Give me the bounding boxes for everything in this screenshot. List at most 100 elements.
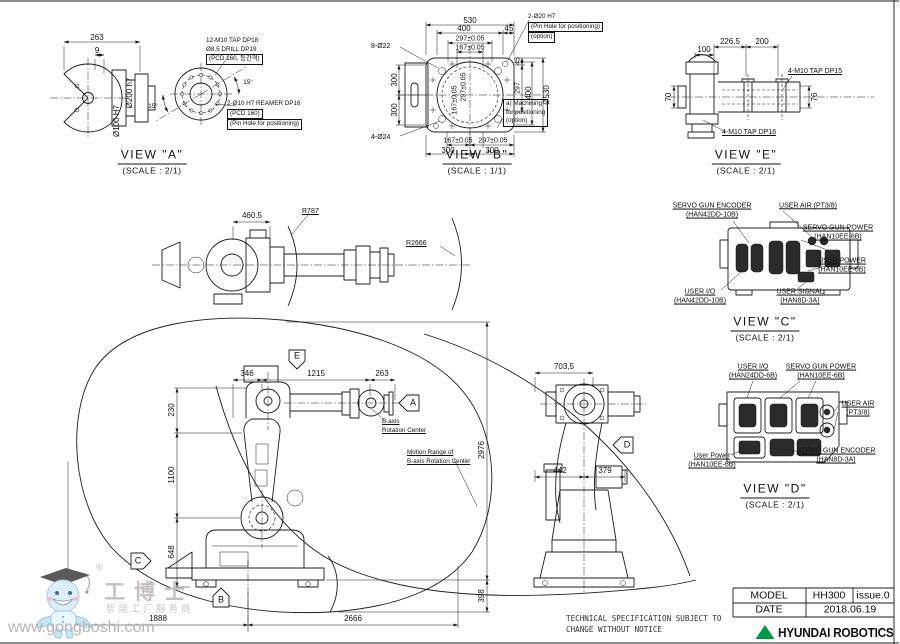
- arrow-letter-b: B: [217, 594, 225, 605]
- view-d-title: VIEW "D": [740, 482, 810, 499]
- view-b-dim-45-right: 45: [514, 57, 522, 65]
- view-a-dim-d100: Ø100 H7: [112, 104, 121, 138]
- view-b-dim-300-bottom-b: 300: [485, 146, 499, 155]
- label-servo-gun-encoder-d: SERVO GUN ENCODER (HAN8D-3A): [796, 447, 876, 464]
- title-block-lines: [732, 587, 894, 639]
- view-a-angle-2: 15°: [148, 102, 158, 110]
- view-b-dim-297-top: 297±0.05: [455, 35, 485, 43]
- label-user-io-c: USER I/O (HAN42DD-10B): [673, 288, 727, 305]
- watermark-url: www.gongboshi.com: [8, 619, 155, 636]
- main-dim-1100: 1100: [167, 466, 176, 484]
- arrow-letter-d: D: [623, 439, 631, 450]
- bolt-circle-holes: [180, 73, 222, 115]
- view-e-dim-200: 200: [755, 37, 769, 46]
- view-c-title: VIEW "C": [730, 315, 800, 332]
- view-d-arrow: [612, 436, 634, 454]
- label-user-air-c: USER AIR (PT3/8): [779, 202, 837, 210]
- view-b-dim-297-right: 297: [514, 82, 522, 94]
- view-b-dim-300-bottom-a: 300: [441, 146, 455, 155]
- label-user-io-d: USER I/O (HAN24DD-6B): [728, 363, 778, 380]
- view-b-dim-45: 45: [504, 24, 514, 33]
- label-b-axis-rotation-center: B-axis Rotation Center: [382, 418, 427, 434]
- title-block-issue: issue.0: [856, 589, 890, 602]
- title-block-date-value: 2018.06.19: [823, 603, 877, 616]
- label-user-power-d: User Power (HAN10EE-6B): [688, 452, 736, 469]
- label-servo-gun-encoder-c: SERVO GUN ENCODER (HAN42DD-10B): [672, 202, 752, 219]
- arm-top-view-drawing: [152, 214, 470, 311]
- view-b-machining-note: a) Machining for positioning (option): [503, 99, 549, 127]
- view-a-title: VIEW "A": [117, 148, 187, 165]
- front-dim-379: 379: [598, 466, 612, 475]
- view-b-dim-167-top: 167±0.05: [455, 44, 485, 52]
- top-view-dim-4605: 460.5: [241, 211, 263, 220]
- view-e-dim-76: 76: [810, 92, 819, 102]
- view-e-title: VIEW "E": [711, 148, 781, 165]
- view-a-drawing: [50, 40, 247, 138]
- label-user-power-c: USER POWER (HAN10EE-6B): [818, 257, 866, 274]
- main-dim-648: 648: [167, 545, 176, 559]
- label-user-signal-c: USER SIGNAL (HAN8D-3A): [776, 288, 824, 305]
- view-e-dim-100: 100: [697, 45, 711, 54]
- view-e-dim-2265: 226,5: [719, 37, 741, 46]
- title-block-model-value: HH300: [812, 589, 846, 602]
- front-view-drawing: [533, 371, 648, 592]
- view-e-dim-70: 70: [664, 92, 673, 102]
- view-a-angle-1: 15°: [243, 78, 253, 86]
- watermark-subtitle: 智能工厂服务商: [106, 604, 194, 615]
- view-b-label-8d22: 8-Ø22: [371, 43, 391, 50]
- main-dim-1215: 1215: [307, 369, 325, 378]
- main-dim-2666: 2666: [344, 614, 362, 623]
- view-b-label-4d24: 4-Ø24: [371, 134, 391, 141]
- view-b-dim-300-left-a: 300: [390, 73, 399, 87]
- view-e-scale: (SCALE : 2/1): [716, 165, 776, 176]
- view-a-tap-note: 12-M10 TAP DP18 Ø8.5 DRILL DP19 (PCD 160…: [206, 37, 263, 65]
- view-a-dim-9: 9: [94, 46, 100, 55]
- view-b-scale: (SCALE : 1/1): [447, 165, 507, 176]
- view-b-dim-167-inner: 167±0.05: [451, 85, 459, 115]
- arrow-letter-c: C: [134, 555, 142, 566]
- label-user-air-d: USER AIR (PT3/8): [841, 400, 875, 417]
- view-e-drawing: [668, 44, 874, 139]
- hyundai-logo-icon: [755, 625, 775, 639]
- main-dim-398: 398: [477, 589, 486, 603]
- view-e-tap-dp16-note: 4-M10 TAP DP16: [722, 129, 777, 136]
- view-c-scale: (SCALE : 2/1): [735, 332, 795, 343]
- view-c-arrow: [130, 552, 152, 570]
- view-b-dim-297-bottom: 297±0.05: [478, 137, 508, 145]
- top-view-radius-787: R787: [302, 208, 319, 215]
- view-b-dim-400-right: 400: [524, 86, 533, 100]
- top-view-radius-2666: R2666: [406, 240, 427, 247]
- view-b-pin-note: 2-Ø20 H7 (Pin Hole for positioning) (opt…: [528, 13, 603, 43]
- main-elevation-drawing: [67, 317, 697, 632]
- hyundai-robotics-brand: HYUNDAI ROBOTICS: [778, 626, 894, 640]
- spec-change-notice: TECHNICAL SPECIFICATION SUBJECT TO CHANG…: [566, 614, 722, 635]
- view-a-dim-263: 263: [90, 33, 104, 42]
- label-servo-gun-power-d: SERVO GUN POWER (HAN10EE-6B): [785, 363, 857, 380]
- view-b-dim-167-bottom: 167±0.05: [443, 137, 473, 145]
- main-dim-263: 263: [375, 369, 389, 378]
- watermark-mascot-icon: [35, 568, 92, 639]
- watermark-brand: 工博士: [104, 581, 194, 604]
- watermark-registered-mark: ®: [96, 562, 103, 572]
- main-dim-230: 230: [167, 403, 176, 417]
- view-b-dim-297-inner: 297±0.05: [460, 72, 468, 102]
- front-dim-7035: 703,5: [553, 362, 575, 371]
- view-b-drawing: [396, 19, 550, 157]
- view-a-arrow: [398, 394, 420, 412]
- view-c-panel-drawing: [719, 210, 859, 296]
- view-b-dim-400: 400: [457, 24, 471, 33]
- arrow-letter-e: E: [293, 350, 301, 361]
- view-a-reamer-note: 2-Ø10 H7 REAMER DP16 (PCD 160) (Pin Hole…: [227, 100, 302, 130]
- view-b-title: VIEW "B": [442, 148, 512, 165]
- main-dim-346: 346: [240, 369, 254, 378]
- view-e-tap-dp15-note: 4-M10 TAP DP15: [788, 68, 843, 75]
- view-e-arrow: [288, 349, 306, 370]
- title-block-model-label: MODEL: [750, 589, 788, 602]
- view-b-dim-300-left-b: 300: [390, 103, 399, 117]
- front-dim-442: 442: [553, 466, 567, 475]
- view-d-panel-drawing: [718, 380, 848, 463]
- view-a-dim-d200: Ø200 h7: [125, 77, 134, 109]
